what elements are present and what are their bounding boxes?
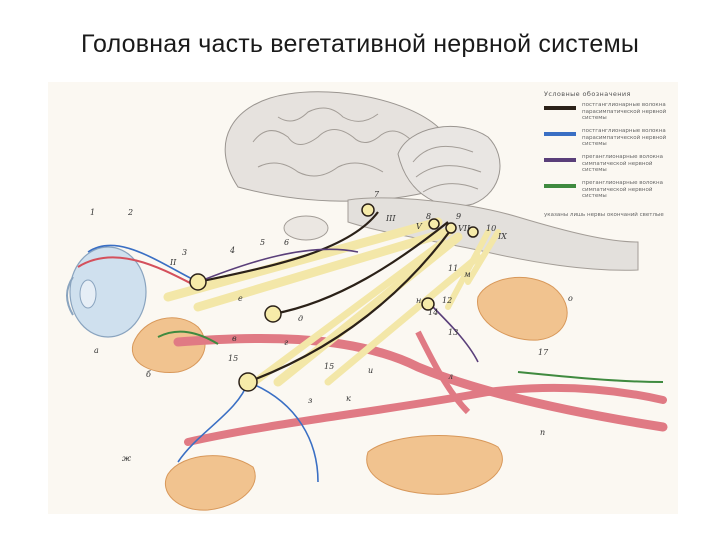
legend-swatch — [544, 184, 576, 188]
label-12: 12 — [442, 296, 452, 305]
ganglion-pterygopalatine — [265, 306, 281, 322]
legend-item-4: преганглионарные волокна симпатической н… — [544, 180, 674, 202]
label-2: 2 — [128, 208, 133, 217]
label-11: 11 — [448, 264, 458, 273]
legend-label: преганглионарные волокна симпатической н… — [582, 154, 674, 174]
legend-item-3: преганглионарные волокна симпатической н… — [544, 154, 674, 176]
label-VII: VII — [458, 224, 470, 233]
label-b: б — [146, 370, 151, 379]
label-III: III — [386, 214, 395, 223]
label-II: II — [170, 258, 176, 267]
legend-label: постганглионарные волокна парасимпатичес… — [582, 128, 674, 148]
label-1: 1 — [90, 208, 95, 217]
label-15b: 15 — [324, 362, 334, 371]
label-z: з — [308, 396, 312, 405]
nucleus-III — [362, 204, 374, 216]
legend-heading: Условные обозначения — [544, 90, 674, 98]
label-IX: IX — [498, 232, 507, 241]
legend-item-2: постганглионарные волокна парасимпатичес… — [544, 128, 674, 150]
legend-swatch — [544, 158, 576, 162]
nervous-system-diagram: Условные обозначения постганглионарные в… — [48, 82, 678, 514]
label-v: в — [232, 334, 237, 343]
label-zh: ж — [122, 454, 131, 463]
legend-swatch — [544, 106, 576, 110]
label-p: п — [540, 428, 545, 437]
label-g: г — [284, 338, 288, 347]
label-i: и — [368, 366, 373, 375]
label-e: е — [238, 294, 243, 303]
gland-parotid — [478, 277, 568, 340]
label-15: 15 — [228, 354, 238, 363]
eye-lens — [80, 280, 96, 308]
label-13: 13 — [448, 328, 458, 337]
ganglion-submandibular — [239, 373, 257, 391]
label-6: 6 — [284, 238, 289, 247]
label-3: 3 — [182, 248, 187, 257]
label-5: 5 — [260, 238, 265, 247]
label-l: л — [448, 372, 453, 381]
legend-label: преганглионарные волокна симпатической н… — [582, 180, 674, 200]
legend: Условные обозначения постганглионарные в… — [544, 90, 674, 219]
ganglion-ciliary — [190, 274, 206, 290]
legend-item-1: постганглионарные волокна парасимпатичес… — [544, 102, 674, 124]
label-o: о — [568, 294, 573, 303]
label-a: а — [94, 346, 99, 355]
legend-label: постганглионарные волокна парасимпатичес… — [582, 102, 674, 122]
label-d: д — [298, 314, 303, 323]
slide-title: Головная часть вегетативной нервной сист… — [0, 30, 720, 59]
label-17: 17 — [538, 348, 548, 357]
gland-sublingual — [367, 436, 503, 495]
label-V: V — [416, 222, 422, 231]
label-14: 14 — [428, 308, 438, 317]
label-9: 9 — [456, 212, 461, 221]
label-m: м — [464, 270, 471, 279]
nucleus-VII — [446, 223, 456, 233]
label-4: 4 — [230, 246, 235, 255]
label-7: 7 — [374, 190, 379, 199]
label-10: 10 — [486, 224, 496, 233]
legend-note: указаны лишь нервы окончаний светлые — [544, 212, 674, 219]
label-k: к — [346, 394, 351, 403]
label-8: 8 — [426, 212, 431, 221]
gland-submandibular — [165, 456, 255, 510]
legend-swatch — [544, 132, 576, 136]
pituitary — [284, 216, 328, 240]
label-n: н — [416, 296, 421, 305]
